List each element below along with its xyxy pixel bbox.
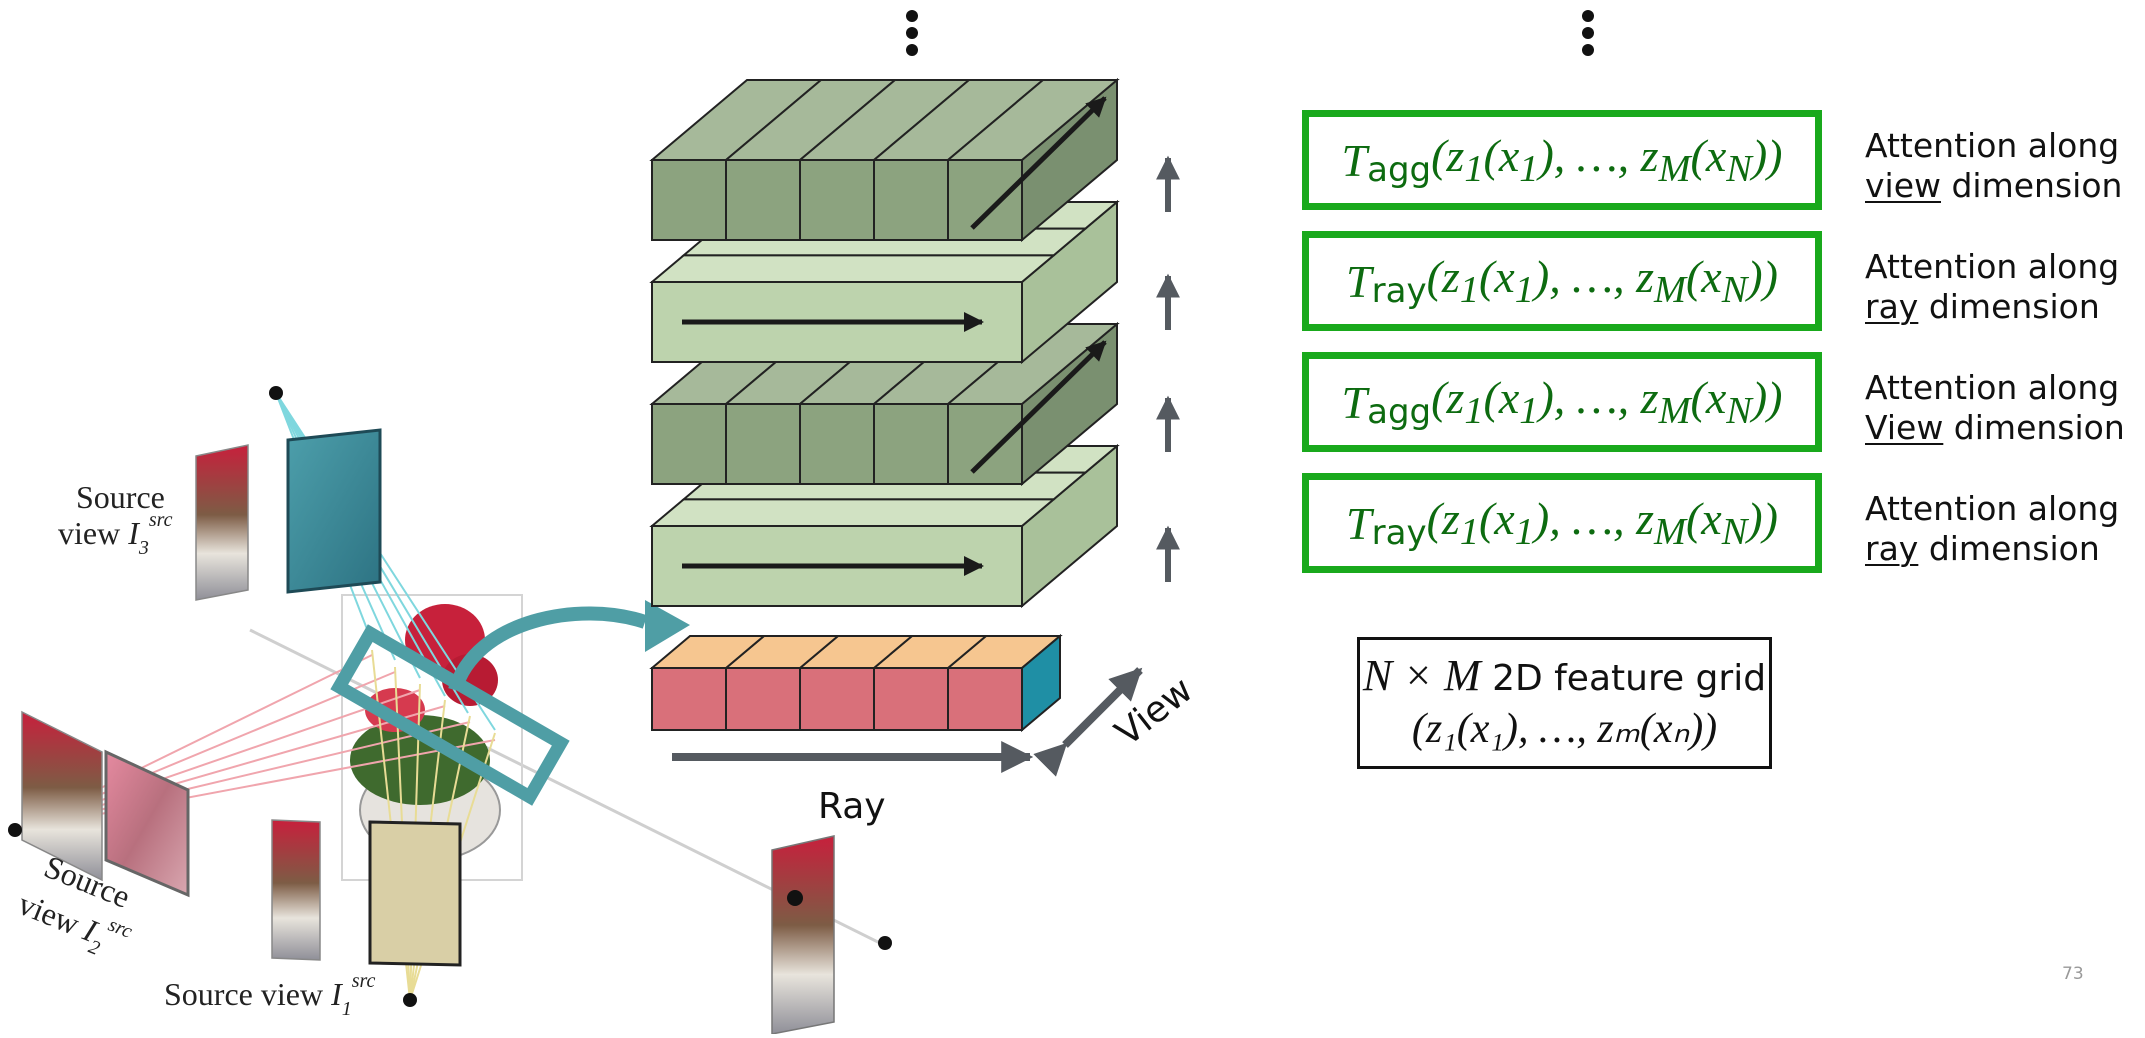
slab-front-cell bbox=[799, 159, 875, 241]
feature-stack bbox=[649, 77, 1120, 733]
feature-grid-math: N × M bbox=[1362, 651, 1481, 700]
slab-front-cell bbox=[725, 159, 801, 241]
source-view-2-image bbox=[8, 710, 190, 898]
slab-front-cell bbox=[651, 403, 727, 485]
ray-highlight-box bbox=[330, 624, 570, 806]
slab-front-cell bbox=[725, 403, 801, 485]
grid-front-cell bbox=[725, 667, 801, 731]
slab-front-cell bbox=[873, 403, 949, 485]
ellipsis-right bbox=[1582, 10, 1594, 56]
source-view-1-image bbox=[271, 819, 462, 1007]
slab-front-cell bbox=[947, 403, 1023, 485]
slab-front-cell bbox=[651, 159, 727, 241]
page-number: 73 bbox=[2062, 964, 2084, 984]
curved-arrow bbox=[448, 606, 648, 693]
slab-top-row bbox=[649, 498, 1057, 527]
feature-grid-formula: (z₁(x₁), …, zₘ(xₙ)) bbox=[1411, 706, 1718, 752]
slab-top-row bbox=[649, 254, 1057, 283]
source-view-1-label: Source view I1src bbox=[164, 970, 376, 1020]
slab-front-cell bbox=[799, 403, 875, 485]
source-view-3-label: Source bbox=[76, 479, 165, 515]
view-direction-arrow bbox=[970, 96, 1107, 230]
svg-text:view I3src: view I3src bbox=[58, 509, 173, 559]
feature-grid-text: 2D feature grid bbox=[1480, 658, 1767, 699]
grid-front-cell bbox=[799, 667, 875, 731]
slab-front-cell bbox=[873, 159, 949, 241]
grid-front-cell bbox=[947, 667, 1023, 731]
grid-front-cell bbox=[651, 667, 727, 731]
target-view-image bbox=[771, 835, 892, 1035]
ellipsis-left bbox=[906, 10, 918, 56]
source-views-illustration: Source view I3src Source view I2src Sour… bbox=[8, 386, 892, 1035]
view-direction-arrow bbox=[970, 340, 1107, 474]
slab-front-cell bbox=[947, 159, 1023, 241]
source-view-3-image bbox=[195, 386, 382, 601]
ray-axis-label: Ray bbox=[818, 786, 886, 827]
grid-front-cell bbox=[873, 667, 949, 731]
feature-grid-box: N × M 2D feature grid (z₁(x₁), …, zₘ(xₙ)… bbox=[1357, 637, 1772, 769]
view-axis-arrow bbox=[1033, 667, 1143, 777]
